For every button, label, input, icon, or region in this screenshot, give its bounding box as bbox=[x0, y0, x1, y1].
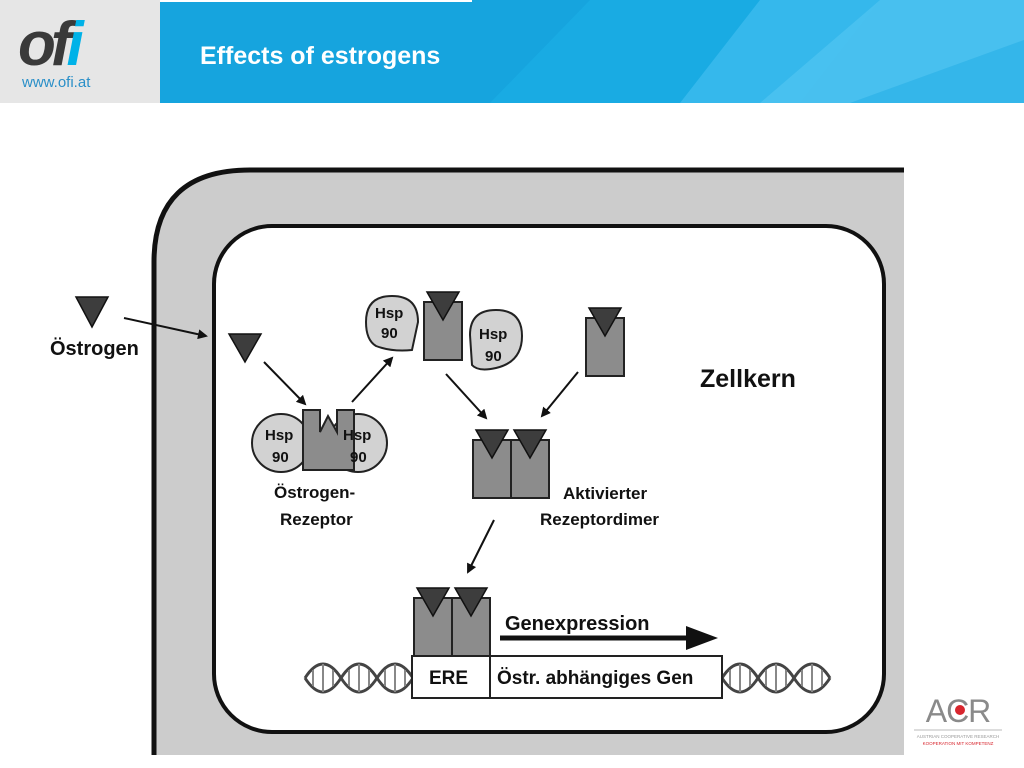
hsp-right-top: Hsp bbox=[343, 427, 371, 444]
free-hsp90-right: Hsp 90 bbox=[468, 308, 524, 371]
activated-receptor-right bbox=[585, 307, 625, 377]
receptor-complex: Hsp 90 Hsp 90 bbox=[251, 409, 388, 473]
ofi-logo[interactable]: ofi www.ofi.at bbox=[0, 0, 160, 103]
estrogen-ligand-inside bbox=[227, 333, 263, 364]
acr-tagline-2: KOOPERATION MIT KOMPETENZ bbox=[923, 741, 994, 746]
free-hsp-left-bottom: 90 bbox=[381, 325, 398, 342]
arrow-to-dimer-right bbox=[540, 371, 579, 418]
hsp-left-bottom: 90 bbox=[272, 449, 289, 466]
estrogen-ligand-outside bbox=[74, 296, 110, 329]
gene-expression-arrow-head bbox=[686, 626, 718, 650]
banner-stripes bbox=[160, 0, 1024, 103]
gene-label: Östr. abhängiges Gen bbox=[497, 668, 693, 689]
page-title: Effects of estrogens bbox=[200, 42, 441, 70]
dimer-label-line2: Rezeptordimer bbox=[540, 510, 659, 529]
gene-box bbox=[489, 655, 723, 699]
arrow-to-receptor bbox=[263, 361, 307, 406]
ere-label: ERE bbox=[429, 668, 468, 689]
receptor-dimer bbox=[472, 429, 550, 499]
arrow-to-dimer-left bbox=[445, 373, 488, 420]
free-hsp-left-top: Hsp bbox=[375, 305, 403, 322]
receptor-label-line1: Östrogen- bbox=[274, 483, 355, 502]
estrogen-label: Östrogen bbox=[50, 337, 139, 360]
activated-receptor-left bbox=[423, 291, 463, 361]
nucleus-label: Zellkern bbox=[700, 365, 796, 393]
acr-red-dot bbox=[955, 705, 965, 715]
arrow-to-dna bbox=[467, 519, 495, 574]
hsp-right-bottom: 90 bbox=[350, 449, 367, 466]
logo-text-main: of bbox=[18, 10, 71, 79]
free-hsp-right-top: Hsp bbox=[479, 326, 507, 343]
arrow-dissociation bbox=[351, 356, 394, 403]
cell-membrane-outline bbox=[151, 167, 904, 755]
acr-logo-graphic: ACR AUSTRIAN COOPERATIVE RESEARCH KOOPER… bbox=[914, 693, 1002, 746]
free-hsp-right-bottom: 90 bbox=[485, 348, 502, 365]
ofi-logo-mark: ofi bbox=[18, 14, 84, 76]
free-hsp90-left: Hsp 90 bbox=[364, 294, 420, 352]
dna-helix-left bbox=[303, 662, 415, 694]
dimer-label-line1: Aktivierter bbox=[563, 484, 647, 503]
header: ofi www.ofi.at Effects of estrogens bbox=[0, 0, 1024, 103]
title-banner bbox=[160, 0, 1024, 103]
arrow-estrogen-entry bbox=[123, 317, 208, 340]
estrogen-receptor bbox=[302, 409, 355, 471]
dna-helix-right bbox=[720, 662, 832, 694]
receptor-label-line2: Rezeptor bbox=[280, 510, 353, 529]
hsp-left-top: Hsp bbox=[265, 427, 293, 444]
logo-url[interactable]: www.ofi.at bbox=[22, 74, 91, 91]
ere-box bbox=[411, 655, 491, 699]
acr-logo[interactable]: ACR AUSTRIAN COOPERATIVE RESEARCH KOOPER… bbox=[908, 690, 1008, 750]
acr-tagline-1: AUSTRIAN COOPERATIVE RESEARCH bbox=[917, 734, 999, 739]
dna-bound-dimer bbox=[413, 587, 491, 657]
gene-expression-label: Genexpression bbox=[505, 613, 650, 635]
